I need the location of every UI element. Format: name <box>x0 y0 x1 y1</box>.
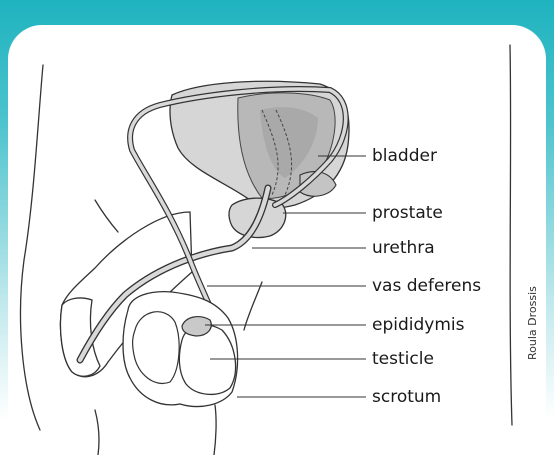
thigh-line-left <box>95 200 118 232</box>
label-scrotum: scrotum <box>372 387 441 407</box>
leg-line-bottom-left <box>95 410 99 455</box>
leg-line-bottom-right <box>214 405 216 455</box>
label-vas-deferens: vas deferens <box>372 276 481 296</box>
epididymis <box>182 317 211 336</box>
label-epididymis: epididymis <box>372 315 464 335</box>
label-urethra: urethra <box>372 238 435 258</box>
label-prostate: prostate <box>372 203 443 223</box>
label-testicle: testicle <box>372 349 434 369</box>
thigh-line-right <box>244 282 262 330</box>
label-bladder: bladder <box>372 146 437 166</box>
body-outline-right <box>510 45 512 425</box>
body-outline-left <box>21 65 43 430</box>
illustrator-credit: Roula Drossis <box>526 240 540 360</box>
